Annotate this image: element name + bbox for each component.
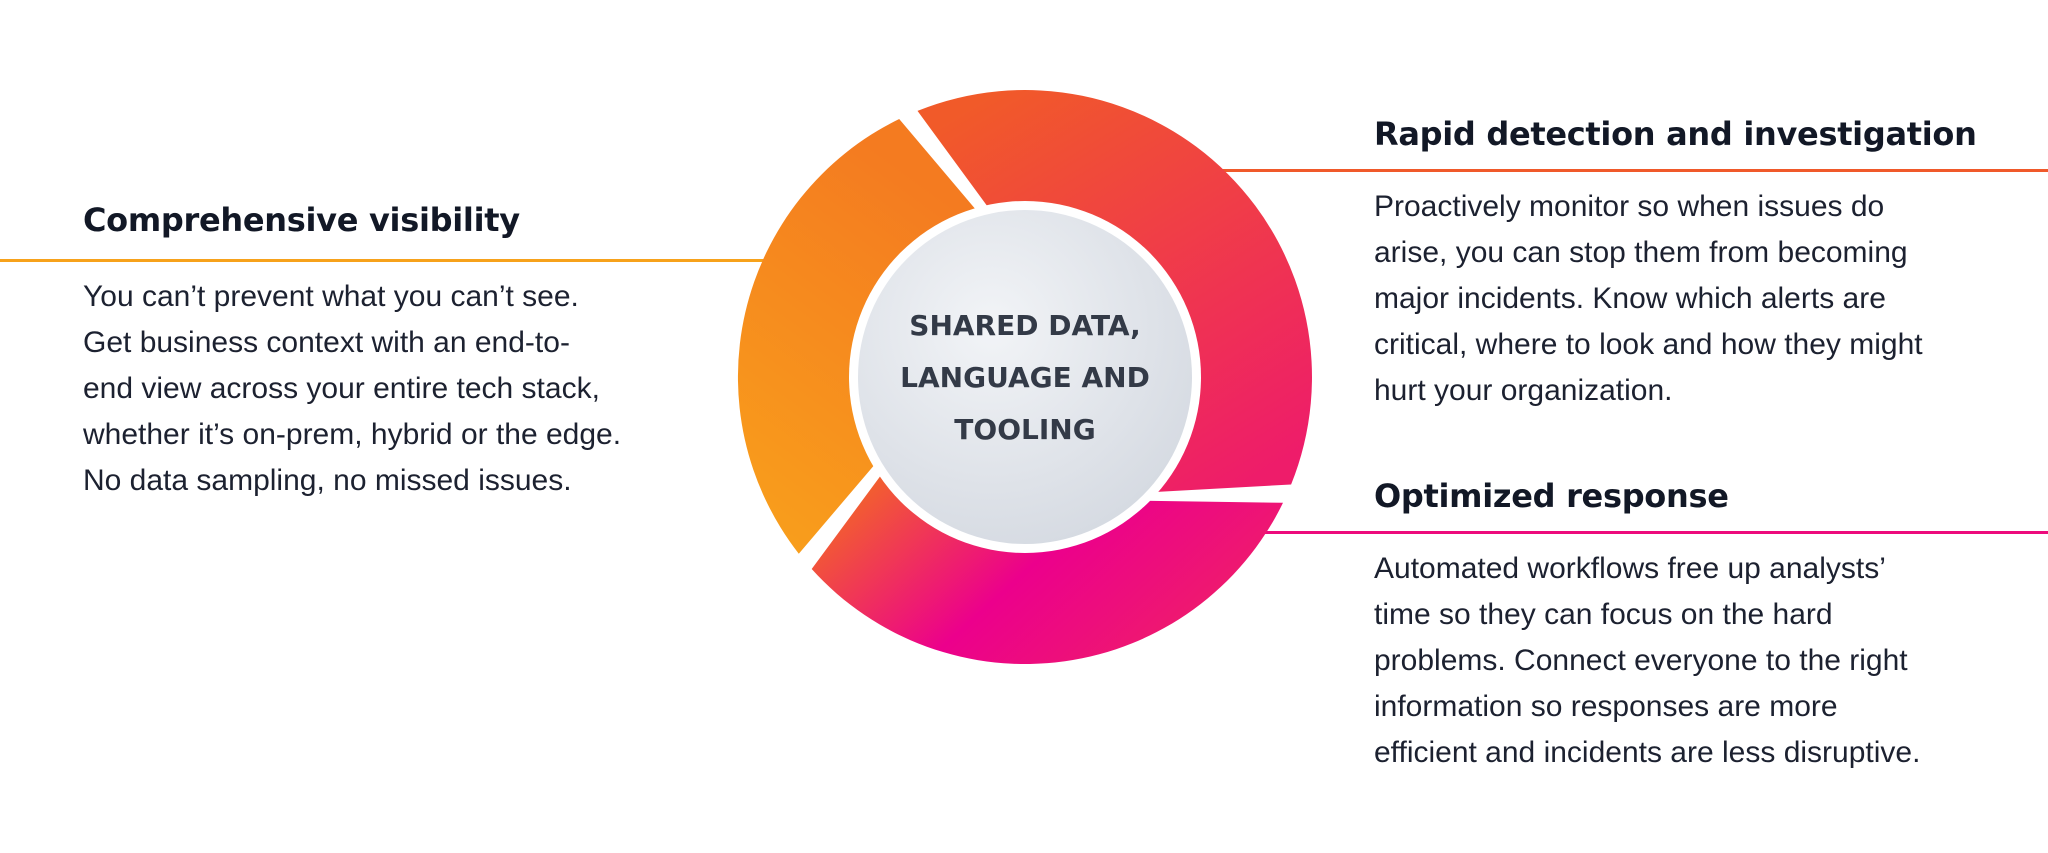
center-label-line-1: SHARED DATA,	[909, 309, 1141, 342]
section-optimized-response: Optimized response Automated workflows f…	[1374, 476, 2014, 776]
body-line: No data sampling, no missed issues.	[83, 464, 572, 497]
body-line: whether it’s on-prem, hybrid or the edge…	[83, 418, 622, 451]
section-body: Automated workflows free up analysts’ ti…	[1374, 546, 2014, 776]
section-title: Rapid detection and investigation	[1374, 115, 1977, 153]
section-comprehensive-visibility: Comprehensive visibility You can’t preve…	[83, 200, 703, 504]
body-line: Get business context with an end-to-	[83, 326, 570, 359]
section-title: Comprehensive visibility	[83, 201, 520, 239]
body-line: end view across your entire tech stack,	[83, 372, 600, 405]
detection-connector-line	[1222, 169, 2048, 172]
body-line: problems. Connect everyone to the right	[1374, 644, 1908, 677]
body-line: information so responses are more	[1374, 690, 1838, 723]
section-title: Optimized response	[1374, 477, 1729, 515]
body-line: efficient and incidents are less disrupt…	[1374, 736, 1921, 769]
body-line: hurt your organization.	[1374, 374, 1673, 407]
body-line: Automated workflows free up analysts’	[1374, 552, 1886, 585]
body-line: time so they can focus on the hard	[1374, 598, 1833, 631]
center-label: SHARED DATA, LANGUAGE AND TOOLING	[880, 300, 1170, 456]
body-line: arise, you can stop them from becoming	[1374, 236, 1908, 269]
body-line: You can’t prevent what you can’t see.	[83, 280, 579, 313]
body-line: critical, where to look and how they mig…	[1374, 328, 1923, 361]
visibility-connector-line	[0, 259, 770, 262]
response-connector-line	[1262, 531, 2048, 534]
body-line: major incidents. Know which alerts are	[1374, 282, 1886, 315]
center-disc	[858, 210, 1192, 544]
section-rapid-detection: Rapid detection and investigation Proact…	[1374, 114, 2014, 414]
body-line: Proactively monitor so when issues do	[1374, 190, 1885, 223]
center-label-line-2: LANGUAGE AND	[900, 361, 1150, 394]
section-body: You can’t prevent what you can’t see. Ge…	[83, 274, 703, 504]
cycle-segment-detection	[917, 90, 1312, 493]
center-label-line-3: TOOLING	[954, 413, 1096, 446]
section-body: Proactively monitor so when issues do ar…	[1374, 184, 2014, 414]
